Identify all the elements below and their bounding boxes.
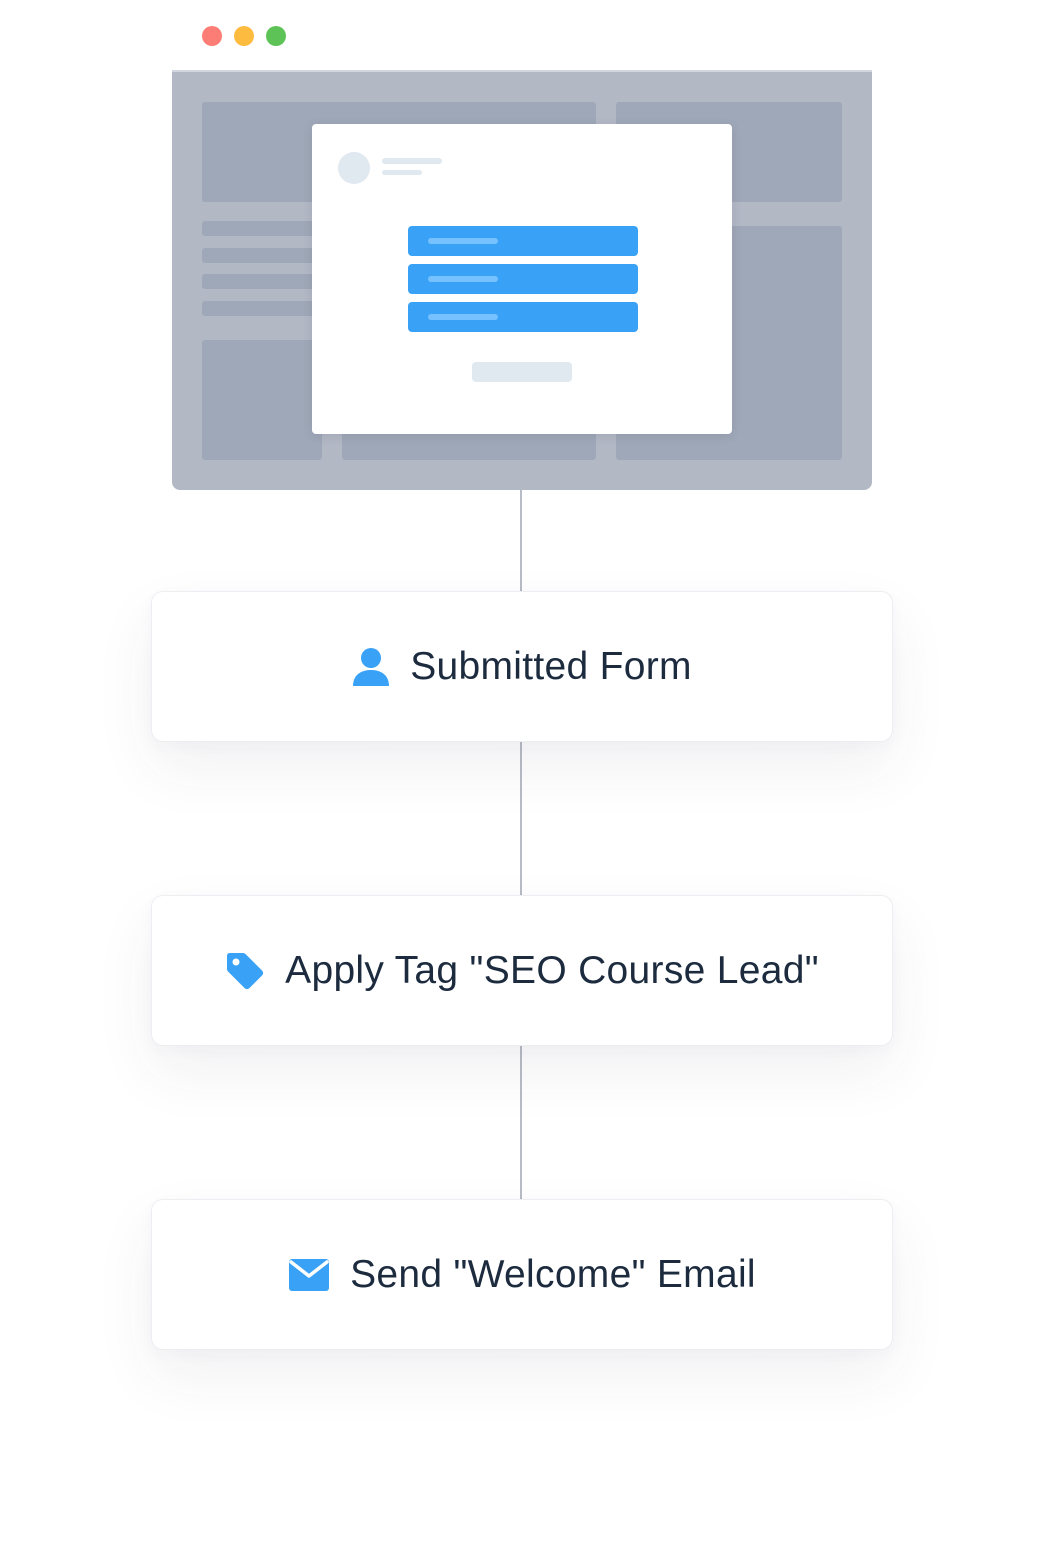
form-option-button[interactable] [408,302,638,332]
window-minimize-dot[interactable] [234,26,254,46]
button-text-placeholder [428,238,498,244]
modal-header-line [382,170,422,175]
button-text-placeholder [428,314,498,320]
tag-icon [225,951,265,991]
step-card-submitted-form[interactable]: Submitted Form [151,591,893,742]
window-close-dot[interactable] [202,26,222,46]
user-icon [352,647,390,687]
form-option-button[interactable] [408,264,638,294]
browser-top-border [172,70,872,72]
step-label: Send "Welcome" Email [350,1252,756,1296]
flow-connector [520,742,522,895]
window-maximize-dot[interactable] [266,26,286,46]
form-submit-button[interactable] [472,362,572,382]
modal-header-line [382,158,442,164]
placeholder-block [202,340,322,460]
avatar [338,152,370,184]
step-card-send-email[interactable]: Send "Welcome" Email [151,1199,893,1350]
form-option-button[interactable] [408,226,638,256]
button-text-placeholder [428,276,498,282]
step-label: Submitted Form [410,644,692,688]
step-card-apply-tag[interactable]: Apply Tag "SEO Course Lead" [151,895,893,1046]
envelope-icon [288,1258,330,1292]
step-label: Apply Tag "SEO Course Lead" [285,948,819,992]
flow-connector [520,1046,522,1199]
flow-connector [520,490,522,591]
form-modal [312,124,732,434]
